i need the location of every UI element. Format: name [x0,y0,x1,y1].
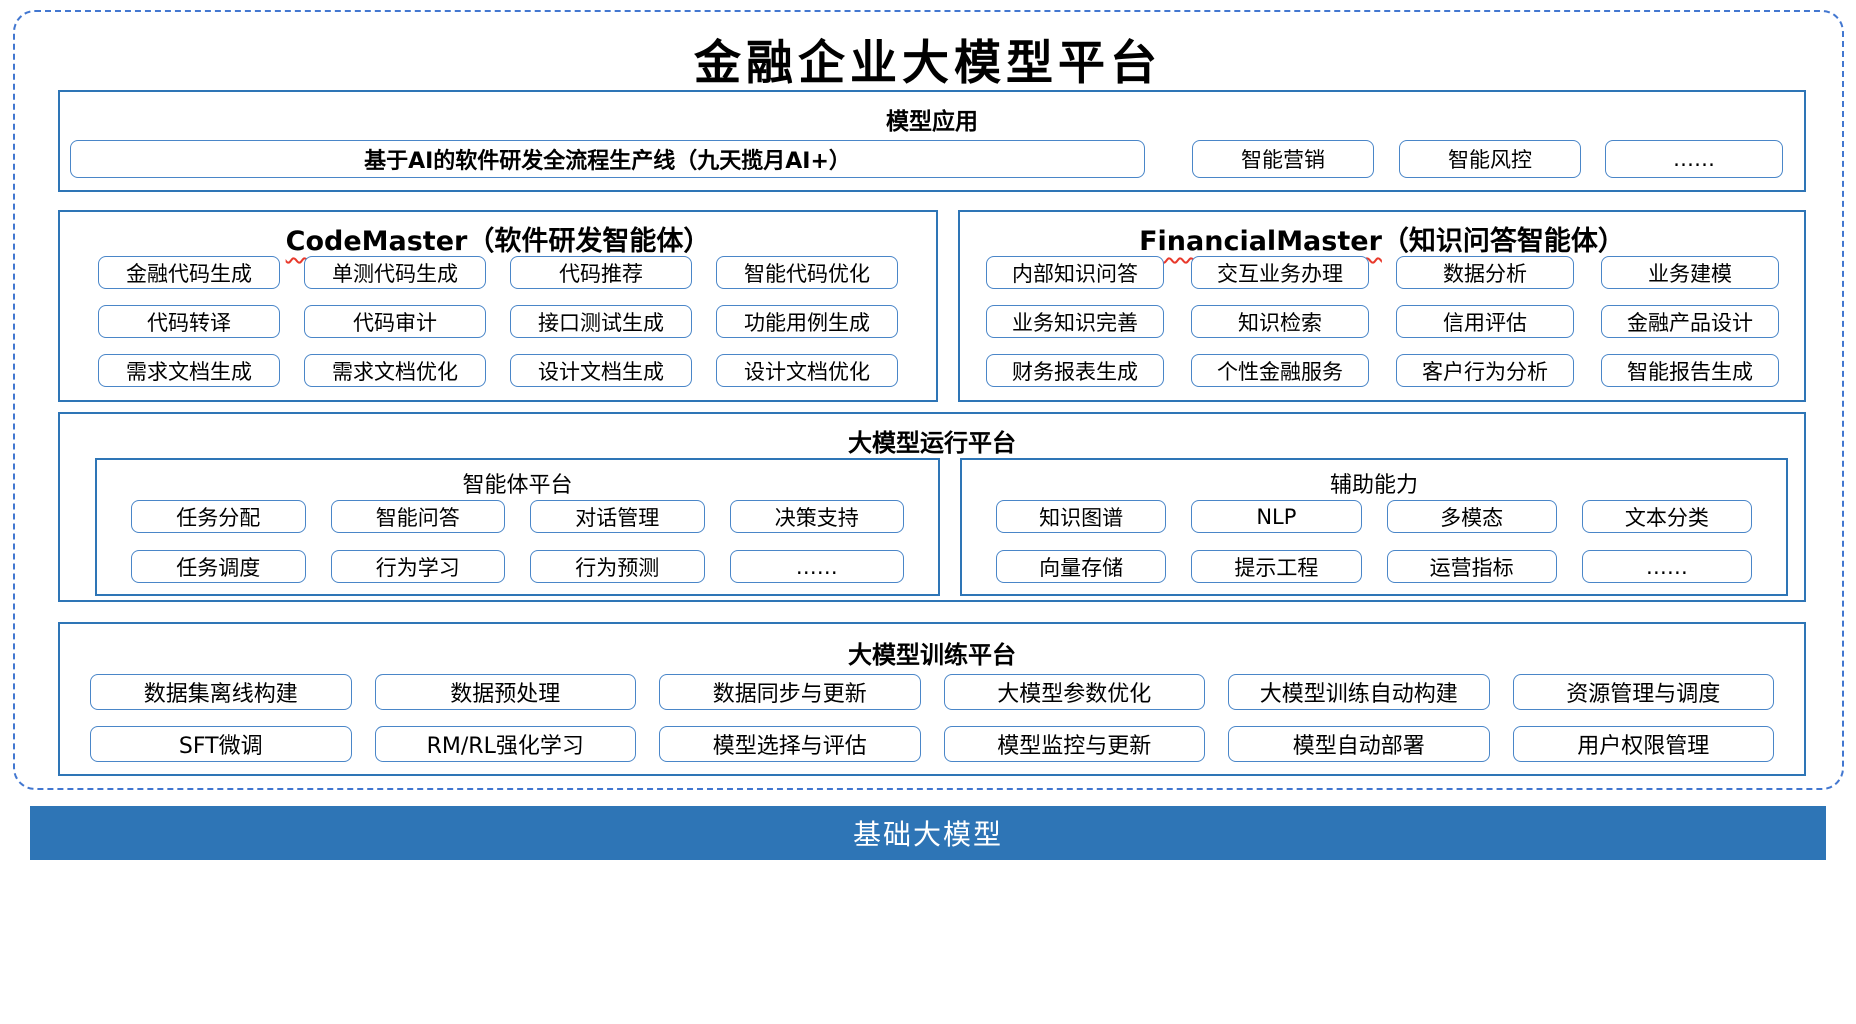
financial-master-item: 知识检索 [1191,305,1369,338]
auxiliary-item: 提示工程 [1191,550,1362,583]
code-master-item: 设计文档生成 [510,354,692,387]
training-item: SFT微调 [90,726,352,762]
agent-platform-item: 行为学习 [330,550,505,583]
section-financial-master: FinancialMaster（知识问答智能体） 内部知识问答 交互业务办理 数… [958,210,1806,402]
code-master-name: CodeMaster [285,226,468,257]
code-master-title: CodeMaster（软件研发智能体） [60,219,936,258]
code-master-item: 代码推荐 [510,256,692,289]
code-master-item: 设计文档优化 [716,354,898,387]
financial-master-item: 业务建模 [1601,256,1779,289]
financial-master-item: 数据分析 [1396,256,1574,289]
auxiliary-capability-box: 辅助能力 知识图谱 NLP 多模态 文本分类 向量存储 提示工程 运营指标 …… [960,458,1788,596]
financial-master-item: 业务知识完善 [986,305,1164,338]
auxiliary-item: 运营指标 [1386,550,1557,583]
financial-master-item: 金融产品设计 [1601,305,1779,338]
code-master-item: 功能用例生成 [716,305,898,338]
training-item: 数据集离线构建 [90,674,352,710]
auxiliary-item: 知识图谱 [996,500,1167,533]
financial-master-subtitle: （知识问答智能体） [1381,226,1625,257]
section-header-training-platform: 大模型训练平台 [848,641,1016,669]
agent-platform-header: 智能体平台 [462,473,573,498]
code-master-item: 需求文档生成 [98,354,280,387]
agent-platform-item: 决策支持 [729,500,904,533]
financial-master-name: FinancialMaster [1139,226,1382,257]
code-master-grid: 金融代码生成 单测代码生成 代码推荐 智能代码优化 代码转译 代码审计 接口测试… [98,256,898,387]
section-training-platform: 大模型训练平台 数据集离线构建 数据预处理 数据同步与更新 大模型参数优化 大模… [58,622,1806,776]
training-item: 模型选择与评估 [659,726,921,762]
training-item: 用户权限管理 [1512,726,1774,762]
app-item: 智能风控 [1399,140,1581,178]
section-header-model-applications: 模型应用 [886,109,978,135]
agent-platform-item: 任务分配 [131,500,306,533]
code-master-item: 需求文档优化 [304,354,486,387]
foundation-model-bar: 基础大模型 [30,806,1826,860]
financial-master-item: 内部知识问答 [986,256,1164,289]
financial-master-item: 智能报告生成 [1601,354,1779,387]
agent-platform-box: 智能体平台 任务分配 智能问答 对话管理 决策支持 任务调度 行为学习 行为预测… [95,458,940,596]
code-master-item: 代码审计 [304,305,486,338]
agent-platform-item: 任务调度 [131,550,306,583]
auxiliary-item: 向量存储 [996,550,1167,583]
code-master-item: 智能代码优化 [716,256,898,289]
financial-master-grid: 内部知识问答 交互业务办理 数据分析 业务建模 业务知识完善 知识检索 信用评估… [986,256,1779,387]
auxiliary-capability-grid: 知识图谱 NLP 多模态 文本分类 向量存储 提示工程 运营指标 …… [996,500,1752,583]
foundation-model-label: 基础大模型 [852,818,1003,851]
training-platform-grid: 数据集离线构建 数据预处理 数据同步与更新 大模型参数优化 大模型训练自动构建 … [90,674,1774,762]
financial-master-item: 客户行为分析 [1396,354,1574,387]
auxiliary-capability-header: 辅助能力 [1329,473,1418,498]
training-item: 数据预处理 [374,674,636,710]
agent-platform-item-ellipsis: …… [729,550,904,583]
page-title: 金融企业大模型平台 [694,36,1162,91]
code-master-item: 接口测试生成 [510,305,692,338]
agent-platform-grid: 任务分配 智能问答 对话管理 决策支持 任务调度 行为学习 行为预测 …… [131,500,904,583]
auxiliary-item: NLP [1191,500,1362,533]
financial-master-title: FinancialMaster（知识问答智能体） [960,219,1804,258]
training-item: 数据同步与更新 [659,674,921,710]
section-runtime-platform: 大模型运行平台 智能体平台 任务分配 智能问答 对话管理 决策支持 任务调度 行… [58,412,1806,602]
section-header-runtime-platform: 大模型运行平台 [848,429,1016,457]
training-item: RM/RL强化学习 [374,726,636,762]
app-item: 智能营销 [1192,140,1374,178]
training-item: 模型监控与更新 [943,726,1205,762]
outer-dashed-frame [13,10,1844,790]
training-item: 资源管理与调度 [1512,674,1774,710]
agent-platform-item: 智能问答 [330,500,505,533]
app-item-ellipsis: …… [1605,140,1783,178]
training-item: 模型自动部署 [1228,726,1490,762]
auxiliary-item-ellipsis: …… [1581,550,1752,583]
code-master-item: 代码转译 [98,305,280,338]
code-master-item: 金融代码生成 [98,256,280,289]
agent-platform-item: 对话管理 [530,500,705,533]
app-pipeline-box: 基于AI的软件研发全流程生产线（九天揽月AI+） [70,140,1145,178]
code-master-subtitle: （软件研发智能体） [467,226,711,257]
financial-master-item: 个性金融服务 [1191,354,1369,387]
auxiliary-item: 文本分类 [1581,500,1752,533]
training-item: 大模型训练自动构建 [1228,674,1490,710]
financial-master-item: 交互业务办理 [1191,256,1369,289]
section-code-master: CodeMaster（软件研发智能体） 金融代码生成 单测代码生成 代码推荐 智… [58,210,938,402]
financial-master-item: 财务报表生成 [986,354,1164,387]
training-item: 大模型参数优化 [943,674,1205,710]
financial-master-item: 信用评估 [1396,305,1574,338]
section-model-applications: 模型应用 基于AI的软件研发全流程生产线（九天揽月AI+） 智能营销 智能风控 … [58,90,1806,192]
auxiliary-item: 多模态 [1386,500,1557,533]
agent-platform-item: 行为预测 [530,550,705,583]
code-master-item: 单测代码生成 [304,256,486,289]
